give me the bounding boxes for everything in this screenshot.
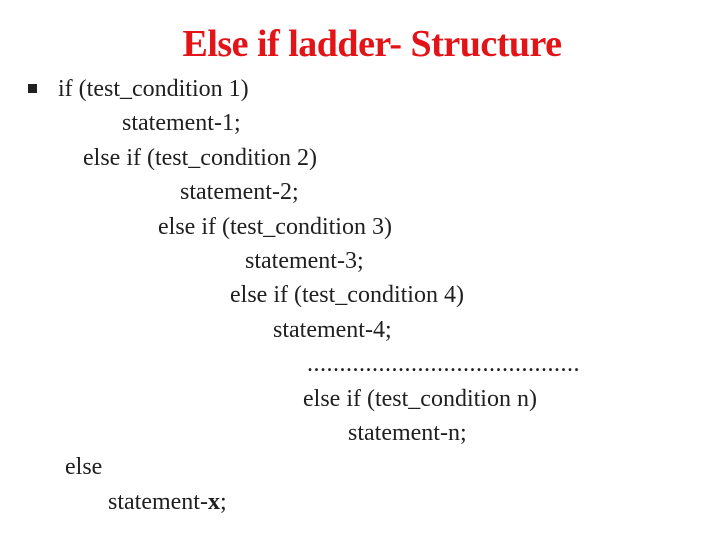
code-line-elseif-2: else if (test_condition 2): [83, 144, 317, 171]
statement-x-bold: x: [207, 488, 220, 515]
code-line-statement-3: statement-3;: [245, 247, 364, 274]
code-block: if (test_condition 1) statement-1; else …: [0, 72, 720, 519]
code-line-dots: ........................................…: [307, 351, 580, 378]
code-line-statement-4: statement-4;: [273, 316, 392, 343]
slide-title: Else if ladder- Structure: [182, 23, 562, 65]
code-line-elseif-4: else if (test_condition 4): [230, 282, 464, 309]
statement-x-suffix: ;: [219, 488, 227, 515]
code-line-elseif-n: else if (test_condition n): [303, 385, 537, 412]
square-bullet-icon: [28, 84, 37, 93]
code-line-if-1: if (test_condition 1): [58, 76, 249, 102]
code-line-statement-x: statement-x;: [0, 485, 720, 519]
statement-x-prefix: statement-: [108, 488, 208, 515]
code-line-else: else: [65, 454, 103, 481]
code-line-elseif-3: else if (test_condition 3): [158, 213, 392, 240]
code-line-statement-n: statement-n;: [348, 419, 467, 446]
code-line-statement-2: statement-2;: [180, 179, 299, 206]
code-line-statement-1: statement-1;: [122, 110, 241, 137]
